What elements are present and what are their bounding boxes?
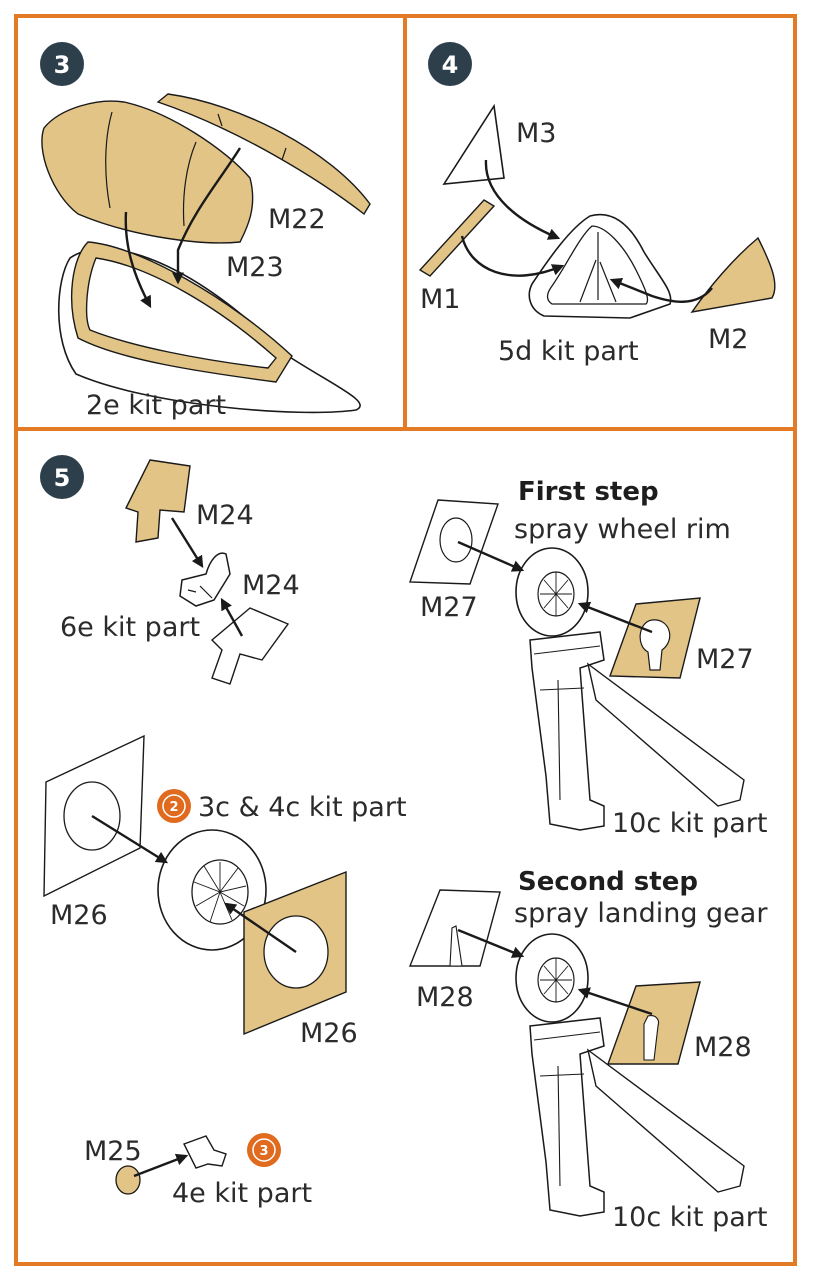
landing-gear-strut-1 — [586, 662, 745, 807]
ref-badge-3 — [247, 1133, 281, 1167]
part-6e — [179, 552, 231, 607]
label-m3: M3 — [516, 118, 556, 149]
arrow-m22-to-canopy — [172, 147, 242, 285]
label-m28-right: M28 — [694, 1032, 752, 1063]
step-number-5: 5 — [54, 464, 71, 492]
mask-m25 — [115, 1165, 141, 1195]
panel-4: 4 M3 M1 M2 5d kit part — [418, 42, 776, 367]
wheel-10c-first-spokes — [540, 572, 572, 616]
ref-badge-2-ring — [162, 794, 186, 818]
arrow-m24-upper — [170, 517, 204, 569]
second-step-subtitle: spray landing gear — [514, 898, 768, 929]
label-m1: M1 — [420, 284, 460, 315]
ref-badge-3-ring — [252, 1138, 276, 1162]
landing-gear-strut-2 — [586, 1048, 745, 1193]
first-step-title: First step — [518, 477, 659, 507]
arrow-m23-to-canopy — [124, 211, 152, 309]
label-4e-kit-part: 4e kit part — [172, 1178, 312, 1209]
second-step-title: Second step — [518, 867, 698, 897]
arrow-m28-right — [577, 987, 653, 1016]
mask-m24-upper — [125, 459, 191, 543]
mask-m22 — [156, 93, 371, 216]
label-m28-left: M28 — [416, 982, 474, 1013]
mask-m3 — [442, 103, 505, 185]
second-step: Second step spray landing gear M28 M28 1… — [408, 867, 768, 1233]
panel-5-frame — [14, 427, 797, 1266]
mask-m22-seams — [217, 113, 287, 161]
step-number-3: 3 — [54, 51, 71, 79]
arrow-m26-left — [91, 814, 169, 864]
landing-gear-leg-1 — [529, 631, 605, 831]
arrow-m2-to-windscreen — [609, 277, 713, 303]
label-m27-left: M27 — [420, 592, 478, 623]
label-m25: M25 — [84, 1136, 142, 1167]
label-m23: M23 — [226, 252, 284, 283]
panel-5: 5 M24 M24 6e kit part 2 3c & 4c kit — [40, 455, 768, 1233]
step-number-4: 4 — [442, 51, 459, 79]
ref-badge-2 — [157, 789, 191, 823]
landing-gear-detail-2 — [533, 1031, 601, 1187]
arrow-m24-lower — [220, 597, 244, 637]
panel-frames — [14, 14, 797, 1266]
label-2e-kit-part: 2e kit part — [86, 390, 226, 421]
label-10c-kit-part-second: 10c kit part — [612, 1202, 767, 1233]
part-4e — [183, 1135, 227, 1169]
arrow-m27-left — [457, 540, 525, 572]
mask-m28-left-slot — [449, 925, 463, 967]
mask-m2 — [690, 236, 776, 313]
arrow-m1-to-windscreen — [460, 235, 565, 277]
step-badge-4 — [428, 42, 472, 86]
label-6e-kit-part: 6e kit part — [60, 612, 200, 643]
label-m24-upper: M24 — [196, 500, 254, 531]
ref-number-3: 3 — [259, 1144, 268, 1159]
mask-m27-left-hole — [439, 517, 473, 563]
label-m24-lower: M24 — [242, 570, 300, 601]
label-m26-right: M26 — [300, 1018, 358, 1049]
windscreen-frame-bar — [579, 232, 617, 303]
label-m27-right: M27 — [696, 644, 754, 675]
arrow-m25 — [133, 1153, 189, 1178]
label-3c-4c-kit-part: 3c & 4c kit part — [198, 792, 407, 823]
first-step: First step spray wheel rim M27 M27 10c k… — [409, 477, 767, 839]
ref-number-2: 2 — [169, 800, 178, 815]
label-5d-kit-part: 5d kit part — [498, 336, 639, 367]
landing-gear-leg-2 — [529, 1017, 605, 1217]
landing-gear-detail-1 — [533, 645, 601, 801]
wheel-10c-second-spokes — [540, 958, 572, 1002]
canopy-part-2e — [57, 248, 361, 414]
label-m2: M2 — [708, 324, 748, 355]
step-badge-3 — [40, 42, 84, 86]
part-6e-detail — [187, 585, 213, 599]
label-m22: M22 — [268, 204, 326, 235]
arrow-m27-right — [577, 601, 653, 634]
arrow-m26-right — [224, 902, 297, 953]
arrow-m28-left — [457, 928, 525, 958]
panel-3: 3 M22 M23 2e kit part — [40, 42, 371, 421]
label-m26-left: M26 — [50, 900, 108, 931]
mask-m23-seam — [105, 111, 197, 227]
mask-m28-right-slot — [643, 1015, 660, 1061]
mask-m24-lower — [210, 607, 290, 685]
mask-m1 — [418, 199, 496, 277]
arrow-m3-to-windscreen — [484, 159, 561, 240]
wheel-spokes — [193, 862, 247, 923]
label-10c-kit-part-first: 10c kit part — [612, 808, 767, 839]
step-badge-5 — [40, 455, 84, 499]
first-step-subtitle: spray wheel rim — [514, 514, 731, 545]
